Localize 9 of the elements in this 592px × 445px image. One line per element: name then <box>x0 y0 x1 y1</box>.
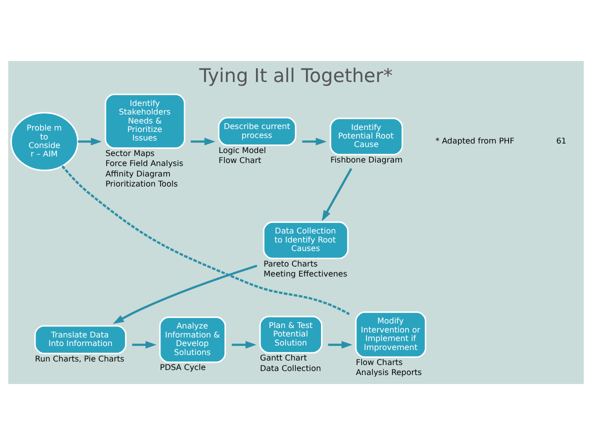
arrow <box>328 340 352 349</box>
arrow <box>112 264 258 324</box>
arrow <box>322 168 352 222</box>
arrow <box>302 138 327 146</box>
arrow <box>190 138 216 146</box>
arrow <box>78 138 102 146</box>
arrow <box>232 340 256 349</box>
diagram-title: Tying It all Together* <box>199 64 393 87</box>
arrow <box>132 340 156 349</box>
